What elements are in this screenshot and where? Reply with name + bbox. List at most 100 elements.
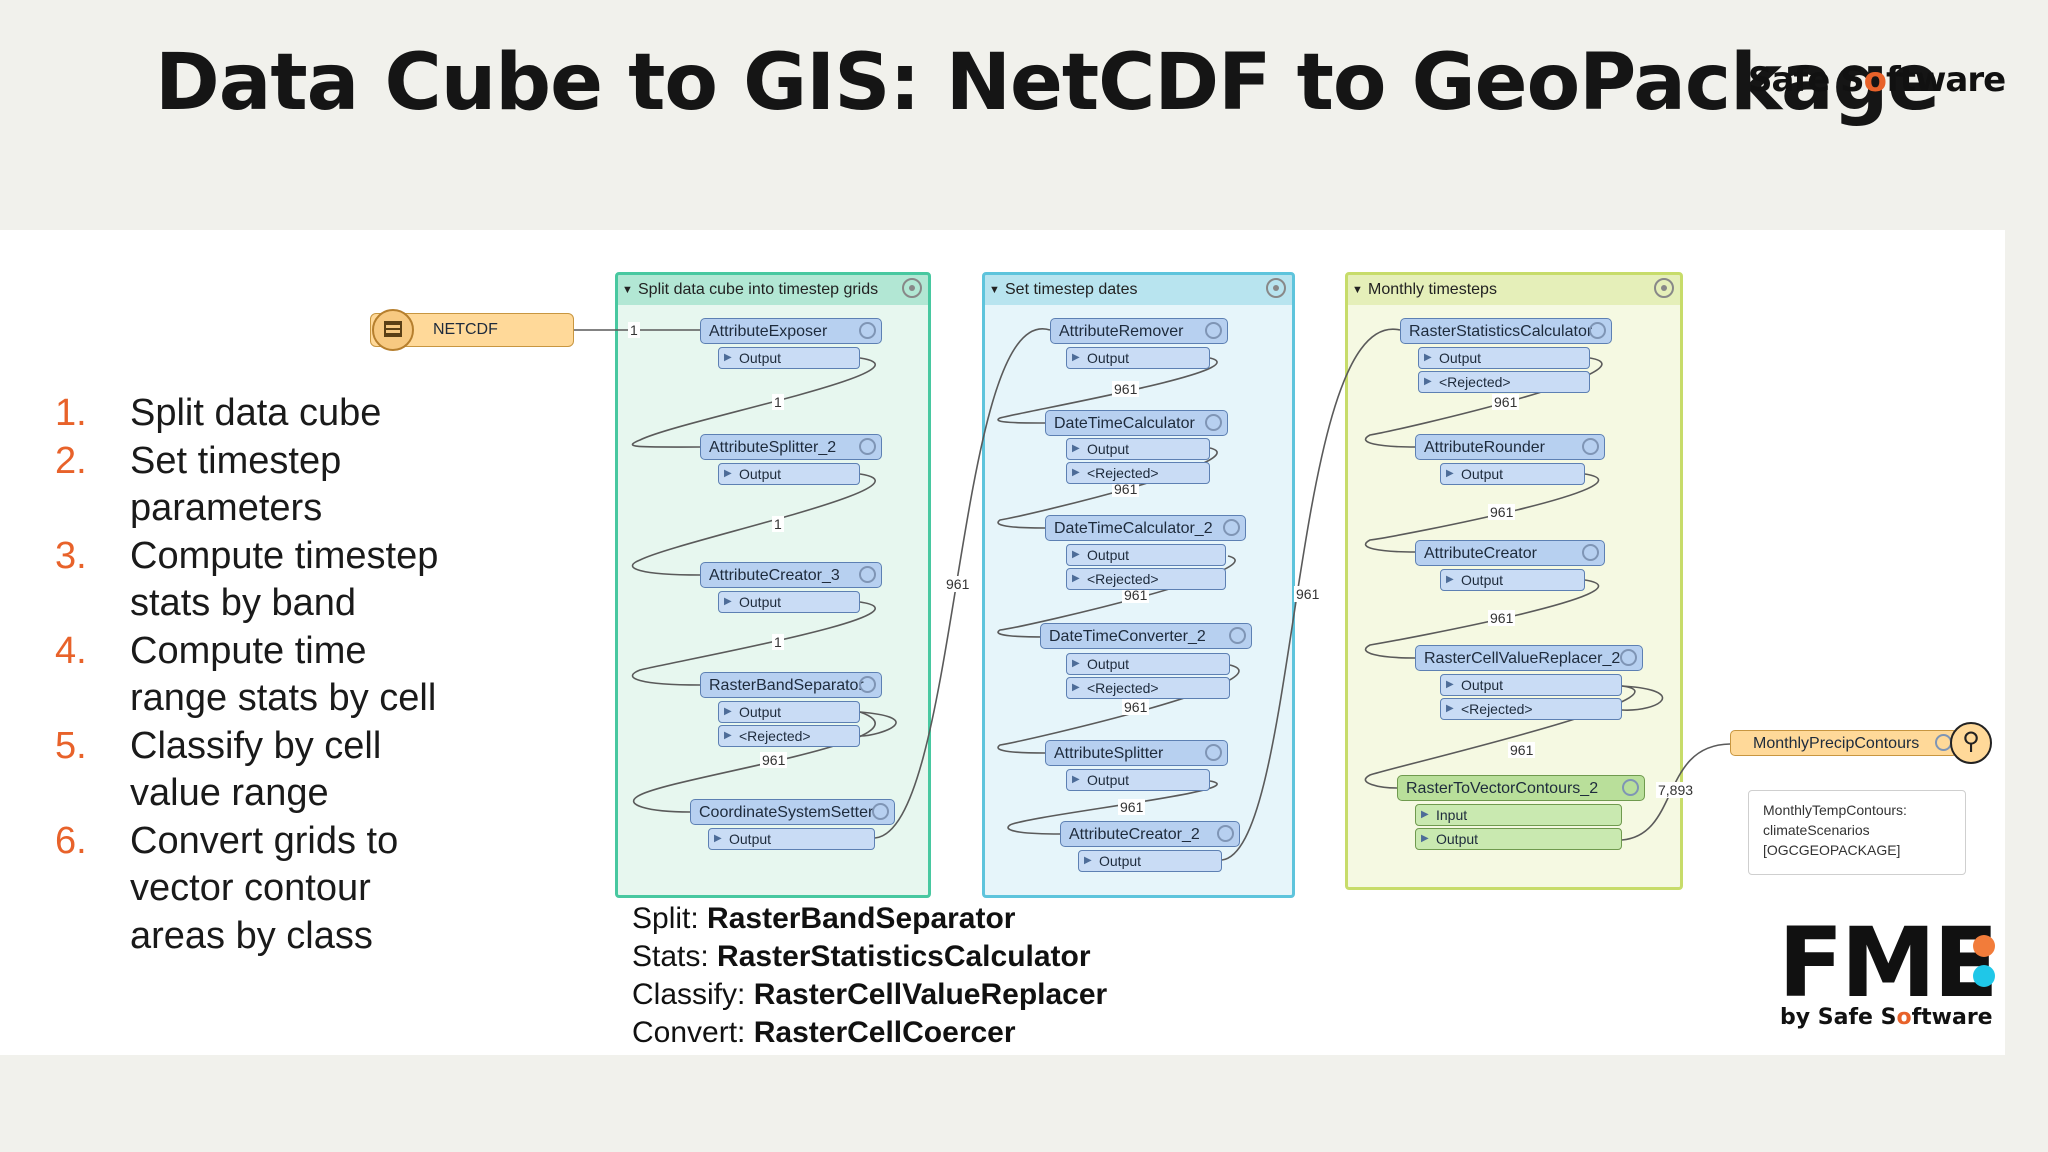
feature-count: 1 bbox=[772, 394, 784, 410]
step-text: Compute timestep stats by band bbox=[130, 534, 439, 625]
step-text: Classify by cell value range bbox=[130, 724, 382, 815]
summary-row: Stats: RasterStatisticsCalculator bbox=[632, 938, 1107, 976]
gear-icon[interactable] bbox=[1582, 544, 1599, 561]
page-title: Data Cube to GIS: NetCDF to GeoPackage bbox=[155, 38, 1940, 128]
port-label: Output bbox=[739, 594, 782, 610]
transformer-name: DateTimeCalculator_2 bbox=[1054, 520, 1213, 537]
rejected-port[interactable]: <Rejected> bbox=[1440, 698, 1622, 720]
gear-icon[interactable] bbox=[859, 322, 876, 339]
gear-icon[interactable] bbox=[1589, 322, 1606, 339]
transformer-name: AttributeSplitter bbox=[1054, 745, 1164, 762]
safe-software-logo: Safe Software bbox=[1748, 60, 2006, 100]
rejected-port[interactable]: <Rejected> bbox=[718, 725, 860, 747]
summary-value: RasterBandSeparator bbox=[707, 902, 1016, 935]
transformer-attribute-splitter-2[interactable]: AttributeSplitter_2 bbox=[700, 434, 882, 460]
port-label: <Rejected> bbox=[1439, 374, 1511, 390]
output-port[interactable]: Output bbox=[1066, 347, 1210, 369]
transformer-attribute-creator[interactable]: AttributeCreator bbox=[1415, 540, 1605, 566]
gear-icon[interactable] bbox=[859, 676, 876, 693]
gear-icon[interactable] bbox=[1266, 278, 1286, 298]
rejected-port[interactable]: <Rejected> bbox=[1066, 462, 1210, 484]
summary-value: RasterCellCoercer bbox=[753, 1016, 1016, 1049]
gear-icon[interactable] bbox=[1217, 825, 1234, 842]
gear-icon[interactable] bbox=[1620, 649, 1637, 666]
output-port[interactable]: Output bbox=[1066, 769, 1210, 791]
output-port[interactable]: Output bbox=[1440, 569, 1585, 591]
rejected-port[interactable]: <Rejected> bbox=[1066, 568, 1226, 590]
transformer-raster-band-separator[interactable]: RasterBandSeparator bbox=[700, 672, 882, 698]
output-port[interactable]: Output bbox=[718, 463, 860, 485]
port-label: Output bbox=[1087, 656, 1130, 672]
port-label: Output bbox=[1087, 350, 1130, 366]
rejected-port[interactable]: <Rejected> bbox=[1066, 677, 1230, 699]
gear-icon[interactable] bbox=[1205, 322, 1222, 339]
output-port[interactable]: Output bbox=[1418, 347, 1590, 369]
output-port[interactable]: Output bbox=[1440, 463, 1585, 485]
port-label: <Rejected> bbox=[739, 728, 811, 744]
writer-monthly-precip-contours[interactable]: MonthlyPrecipContours bbox=[1730, 730, 1958, 756]
transformer-name: AttributeCreator_2 bbox=[1069, 826, 1200, 843]
rejected-port[interactable]: <Rejected> bbox=[1418, 371, 1590, 393]
transformer-attribute-remover[interactable]: AttributeRemover bbox=[1050, 318, 1228, 344]
transformer-attribute-rounder[interactable]: AttributeRounder bbox=[1415, 434, 1605, 460]
gear-icon[interactable] bbox=[902, 278, 922, 298]
transformer-name: CoordinateSystemSetter bbox=[699, 804, 874, 821]
transformer-coordinate-system-setter[interactable]: CoordinateSystemSetter bbox=[690, 799, 895, 825]
output-port[interactable]: Output bbox=[1415, 828, 1622, 850]
output-port[interactable]: Output bbox=[1440, 674, 1622, 696]
transformer-raster-cell-value-replacer-2[interactable]: RasterCellValueReplacer_2 bbox=[1415, 645, 1643, 671]
transformer-datetime-calculator[interactable]: DateTimeCalculator bbox=[1045, 410, 1228, 436]
brand-pre: Safe S bbox=[1748, 60, 1865, 100]
port-label: Input bbox=[1436, 807, 1468, 823]
output-port[interactable]: Output bbox=[1066, 653, 1230, 675]
transformer-attribute-exposer[interactable]: AttributeExposer bbox=[700, 318, 882, 344]
step-number: 5. bbox=[55, 724, 87, 767]
gear-icon[interactable] bbox=[1654, 278, 1674, 298]
output-port[interactable]: Output bbox=[708, 828, 875, 850]
port-label: <Rejected> bbox=[1087, 571, 1159, 587]
step-number: 1. bbox=[55, 392, 87, 434]
transformer-datetime-calculator-2[interactable]: DateTimeCalculator_2 bbox=[1045, 515, 1246, 541]
output-port[interactable]: Output bbox=[718, 701, 860, 723]
output-port[interactable]: Output bbox=[1078, 850, 1222, 872]
input-port[interactable]: Input bbox=[1415, 804, 1622, 826]
output-port[interactable]: Output bbox=[1066, 438, 1210, 460]
gear-icon[interactable] bbox=[1622, 779, 1639, 796]
gear-icon[interactable] bbox=[872, 803, 889, 820]
transformer-raster-to-vector-contours-2[interactable]: RasterToVectorContours_2 bbox=[1397, 775, 1645, 801]
output-port[interactable]: Output bbox=[718, 591, 860, 613]
gear-icon[interactable] bbox=[1223, 519, 1240, 536]
inspect-magnifier-icon[interactable]: ⚲ bbox=[1950, 722, 1992, 764]
summary-label: Classify: bbox=[632, 978, 746, 1011]
transformer-raster-statistics-calculator[interactable]: RasterStatisticsCalculator bbox=[1400, 318, 1612, 344]
summary-value: RasterStatisticsCalculator bbox=[717, 940, 1091, 973]
gear-icon[interactable] bbox=[859, 566, 876, 583]
gear-icon[interactable] bbox=[1582, 438, 1599, 455]
output-port[interactable]: Output bbox=[718, 347, 860, 369]
feature-count: 961 bbox=[1122, 699, 1150, 715]
port-label: Output bbox=[1087, 772, 1130, 788]
output-port[interactable]: Output bbox=[1066, 544, 1226, 566]
gear-icon[interactable] bbox=[1205, 414, 1222, 431]
transformer-attribute-splitter[interactable]: AttributeSplitter bbox=[1045, 740, 1228, 766]
gear-icon[interactable] bbox=[1229, 627, 1246, 644]
gear-icon[interactable] bbox=[859, 438, 876, 455]
port-label: Output bbox=[1461, 572, 1504, 588]
annotation-line: MonthlyTempContours: bbox=[1763, 802, 1907, 818]
feature-count: 961 bbox=[1488, 504, 1516, 520]
transformer-attribute-creator-3[interactable]: AttributeCreator_3 bbox=[700, 562, 882, 588]
bookmark-title: Monthly timesteps bbox=[1348, 275, 1680, 305]
transformer-datetime-converter-2[interactable]: DateTimeConverter_2 bbox=[1040, 623, 1252, 649]
transformer-attribute-creator-2[interactable]: AttributeCreator_2 bbox=[1060, 821, 1240, 847]
feature-count: 961 bbox=[1112, 381, 1140, 397]
step-number: 4. bbox=[55, 629, 87, 672]
transformer-name: AttributeRounder bbox=[1424, 439, 1545, 456]
feature-count: 1 bbox=[772, 516, 784, 532]
transformer-name: DateTimeCalculator bbox=[1054, 415, 1195, 432]
gear-icon[interactable] bbox=[1205, 744, 1222, 761]
step-item: 4.Compute time range stats by cell bbox=[55, 628, 465, 723]
port-label: Output bbox=[1461, 466, 1504, 482]
port-label: Output bbox=[1087, 547, 1130, 563]
summary-row: Classify: RasterCellValueReplacer bbox=[632, 976, 1107, 1014]
step-number: 6. bbox=[55, 819, 87, 862]
